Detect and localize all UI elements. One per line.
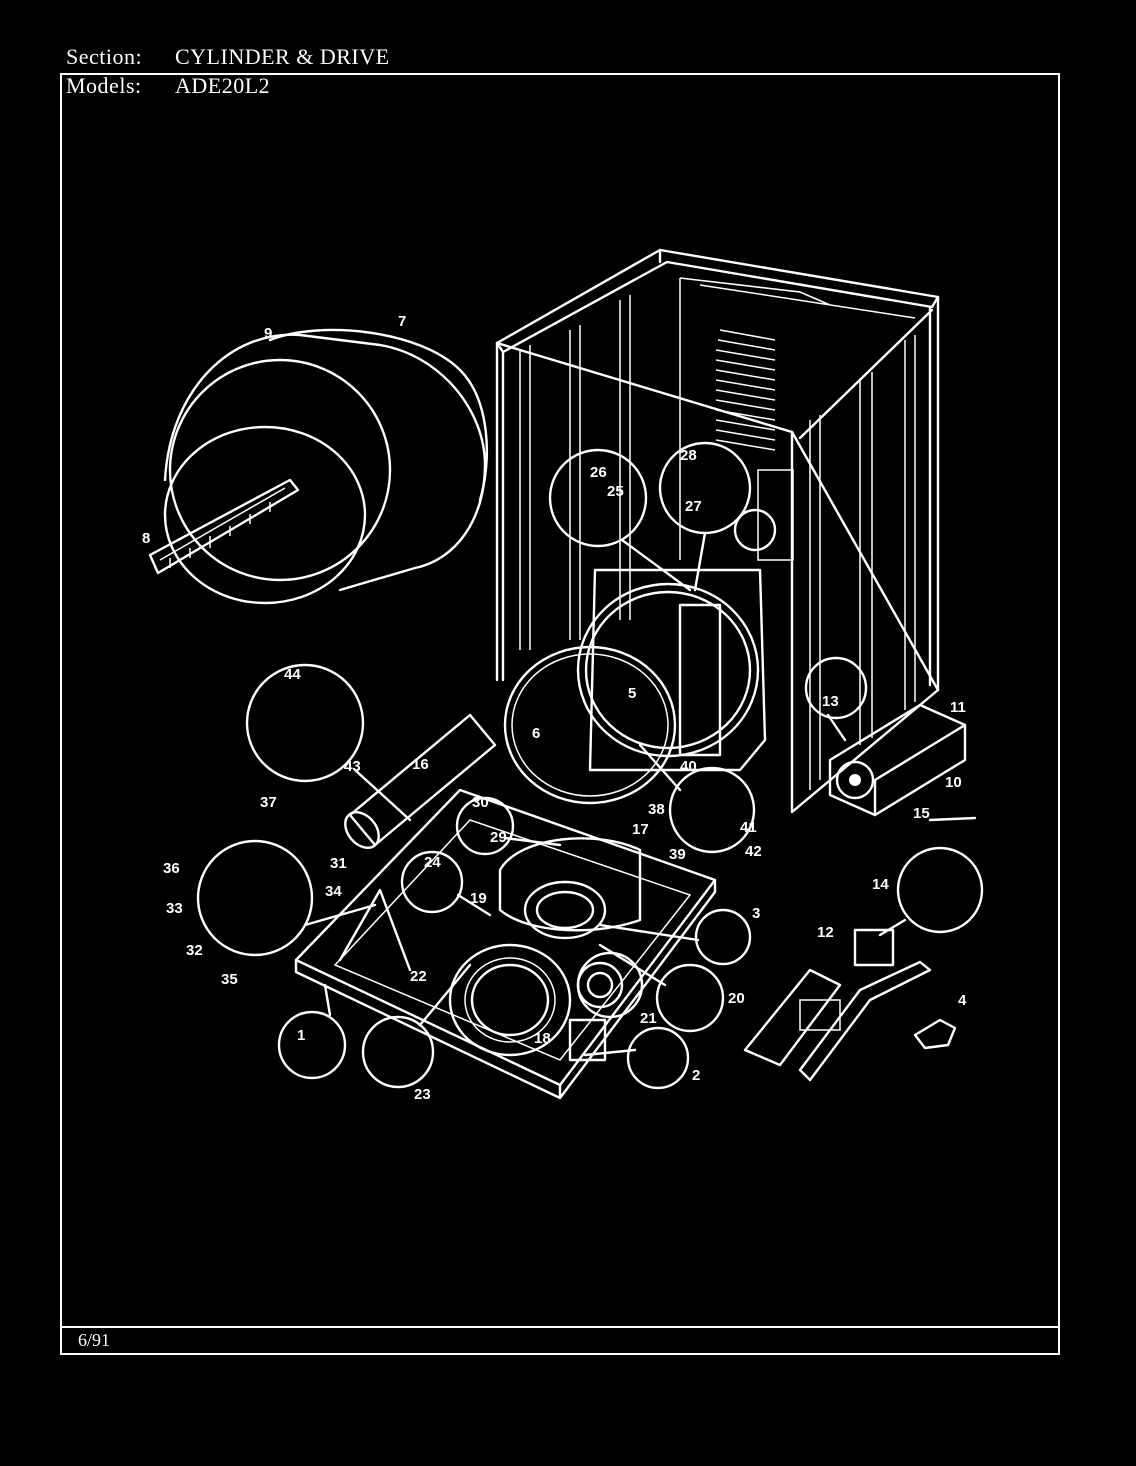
callout-labels: 1234567891011121314151617181920212223242… <box>142 313 967 1103</box>
callout-34: 34 <box>325 883 342 900</box>
callout-36: 36 <box>163 860 180 877</box>
callout-32: 32 <box>186 942 203 959</box>
cabinet-drawing <box>495 248 940 814</box>
callout-15: 15 <box>913 805 930 822</box>
callout-18: 18 <box>534 1030 551 1047</box>
callout-29: 29 <box>490 829 507 846</box>
callout-33: 33 <box>166 900 183 917</box>
callout-43: 43 <box>344 758 361 775</box>
callout-12: 12 <box>817 924 834 941</box>
models-label: Models: <box>66 73 142 98</box>
callout-1: 1 <box>297 1027 305 1044</box>
callout-38: 38 <box>648 801 665 818</box>
callout-23: 23 <box>414 1086 431 1103</box>
detail-circle-1 <box>277 1010 347 1080</box>
leader-lines <box>303 531 907 1057</box>
models-value: ADE20L2 <box>175 73 271 98</box>
callout-42: 42 <box>745 843 762 860</box>
callout-40: 40 <box>680 758 697 775</box>
callout-4: 4 <box>958 992 967 1009</box>
callout-30: 30 <box>472 794 489 811</box>
motor-assembly-drawing <box>828 703 977 822</box>
motor-drawing <box>498 837 642 1009</box>
detail-circle-13 <box>804 656 868 720</box>
drum-drawing <box>148 328 489 605</box>
callout-37: 37 <box>260 794 277 811</box>
detail-circle-23 <box>361 1015 435 1089</box>
callout-11: 11 <box>950 699 966 716</box>
callout-28: 28 <box>680 447 697 464</box>
callout-17: 17 <box>632 821 649 838</box>
callout-41: 41 <box>740 819 757 836</box>
detail-circle-3 <box>694 908 752 966</box>
bulkhead-drawing <box>503 568 767 805</box>
callout-9: 9 <box>264 325 272 342</box>
callout-39: 39 <box>669 846 686 863</box>
detail-circle-14 <box>896 846 984 934</box>
callout-8: 8 <box>142 530 150 547</box>
bracket-drawing <box>743 928 932 1082</box>
callout-3: 3 <box>752 905 760 922</box>
detail-circle-25-26 <box>548 448 648 548</box>
detail-circle-24 <box>400 850 464 914</box>
diagram-frame <box>60 73 1060 1355</box>
callout-16: 16 <box>412 756 429 773</box>
detail-circle-43-44 <box>245 663 365 783</box>
callout-25: 25 <box>607 483 624 500</box>
callout-24: 24 <box>424 854 441 871</box>
section-label: Section: <box>66 44 143 69</box>
part-4-drawing <box>913 1018 957 1050</box>
revision-date: 6/91 <box>78 1330 111 1350</box>
callout-26: 26 <box>590 464 607 481</box>
detail-circle-2 <box>626 1026 690 1090</box>
base-drawing <box>294 788 717 1100</box>
callout-14: 14 <box>872 876 889 893</box>
detail-circle-20 <box>655 963 725 1033</box>
callout-2: 2 <box>692 1067 700 1084</box>
callout-10: 10 <box>945 774 962 791</box>
callout-5: 5 <box>628 685 636 702</box>
detail-circle-29-30 <box>455 796 515 856</box>
callout-22: 22 <box>410 968 427 985</box>
detail-circle-31-37 <box>196 839 314 957</box>
callout-27: 27 <box>685 498 702 515</box>
callout-31: 31 <box>330 855 347 872</box>
callout-20: 20 <box>728 990 745 1007</box>
callout-44: 44 <box>284 666 301 683</box>
detail-circle-21 <box>576 951 644 1019</box>
detail-circle-39-42 <box>668 766 756 854</box>
footer-divider <box>60 1326 1060 1328</box>
section-value: CYLINDER & DRIVE <box>175 44 390 69</box>
callout-13: 13 <box>822 693 839 710</box>
callout-21: 21 <box>640 1010 657 1027</box>
callout-7: 7 <box>398 313 406 330</box>
detail-circle-27-28 <box>658 441 752 535</box>
duct-drawing <box>344 713 497 849</box>
callout-35: 35 <box>221 971 238 988</box>
callout-6: 6 <box>532 725 540 742</box>
callout-19: 19 <box>470 890 487 907</box>
